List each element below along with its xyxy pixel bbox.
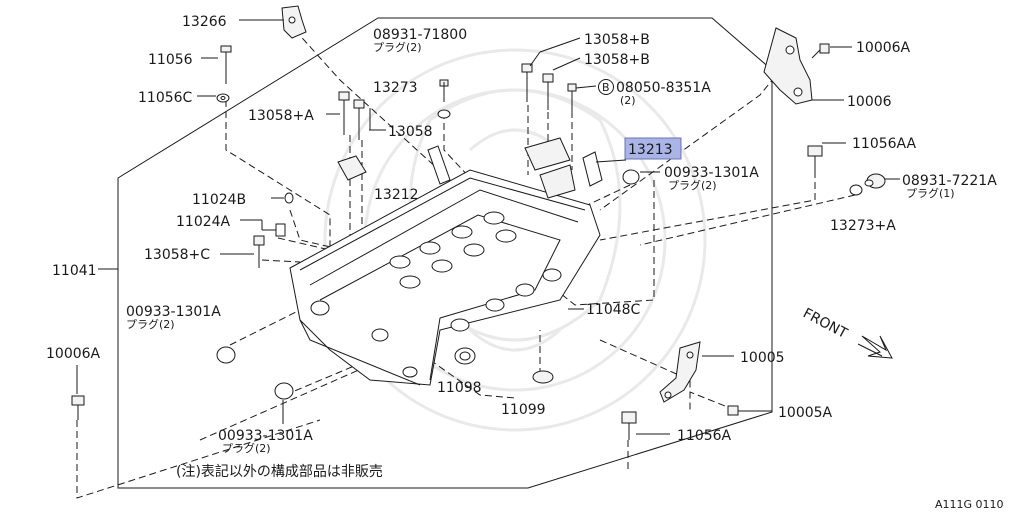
label-00933-right[interactable]: 00933-1301A [664, 165, 759, 181]
plug-00933-right[interactable] [622, 169, 640, 185]
plug-00933-bottom[interactable] [274, 382, 294, 400]
label-13058b-2[interactable]: 13058+B [584, 52, 650, 68]
front-arrow: FRONT [800, 305, 893, 359]
label-11048c[interactable]: 11048C [586, 302, 641, 318]
bracket-10006[interactable] [763, 27, 813, 105]
bracket-10005[interactable] [659, 341, 701, 403]
bolt-13058c[interactable] [253, 235, 265, 268]
highlight-box-13213 [624, 137, 682, 160]
label-13058c[interactable]: 13058+C [144, 247, 210, 263]
label-00933-left[interactable]: 00933-1301A [126, 304, 221, 320]
label-13266[interactable]: 13266 [182, 14, 227, 30]
washer-13273[interactable] [437, 109, 451, 119]
circled-b-icon [598, 79, 614, 95]
washer-13273a[interactable] [849, 184, 863, 196]
note-text: (注)表記以外の構成部品は非販売 [176, 463, 383, 480]
cam-journals [389, 211, 517, 289]
bolt-11056[interactable] [220, 45, 232, 84]
intake-ports [310, 268, 562, 378]
label-10005[interactable]: 10005 [740, 350, 785, 366]
label-13058a[interactable]: 13058+A [248, 108, 314, 124]
label-13058b-1[interactable]: 13058+B [584, 32, 650, 48]
bracket-13266[interactable] [281, 5, 307, 39]
label-08931-7221a-sub: プラグ(1) [906, 186, 955, 200]
pin-11024b[interactable] [284, 192, 294, 204]
label-11056a[interactable]: 11056A [677, 428, 732, 444]
label-00933-left-sub: プラグ(2) [126, 317, 175, 331]
label-leaders [76, 19, 900, 435]
label-08931-7221a[interactable]: 08931-7221A [902, 173, 997, 189]
cylinder-head-11041[interactable] [289, 169, 601, 386]
label-00933-right-sub: プラグ(2) [668, 178, 717, 192]
label-08050-8351a[interactable]: 08050-8351A [616, 80, 711, 96]
label-08050-8351a-sub: (2) [620, 94, 636, 107]
bolts-13058b[interactable] [521, 63, 577, 118]
sleeve-13213[interactable] [427, 145, 603, 187]
bolts-13058a[interactable] [338, 91, 365, 140]
label-10006[interactable]: 10006 [847, 94, 892, 110]
label-11056c[interactable]: 11056C [138, 90, 193, 106]
label-13212[interactable]: 13212 [374, 187, 419, 203]
seal-11098[interactable] [454, 347, 476, 365]
bolt-11056a[interactable] [621, 411, 637, 440]
bolt-10006a-left[interactable] [71, 395, 85, 420]
label-10006a-top[interactable]: 10006A [856, 40, 911, 56]
label-11056aa[interactable]: 11056AA [852, 136, 917, 152]
bolt-10006a-top[interactable] [811, 43, 830, 59]
label-00933-bottom-sub: プラグ(2) [222, 441, 271, 455]
washer-11056c[interactable] [216, 93, 230, 103]
label-11024b[interactable]: 11024B [192, 192, 246, 208]
gasket-11099[interactable] [532, 370, 554, 384]
label-13058[interactable]: 13058 [388, 124, 433, 140]
label-08931-71800-sub: プラグ(2) [373, 40, 422, 54]
label-11024a[interactable]: 11024A [176, 214, 231, 230]
label-10006a-left[interactable]: 10006A [46, 346, 101, 362]
label-11098[interactable]: 11098 [437, 380, 482, 396]
label-13273[interactable]: 13273 [373, 80, 418, 96]
circled-b-letter: B [602, 81, 610, 94]
plug-08931-7221a[interactable] [864, 173, 886, 189]
bolt-11056aa[interactable] [807, 145, 823, 172]
figure-code: A111G 0110 [935, 498, 1004, 511]
assembly-outline [117, 17, 773, 489]
front-label: FRONT [800, 305, 850, 342]
plug-00933-left[interactable] [216, 346, 236, 364]
label-11056[interactable]: 11056 [148, 52, 193, 68]
cam-caps-13212[interactable] [337, 137, 576, 199]
pin-11024a[interactable] [275, 223, 286, 237]
label-13273a[interactable]: 13273+A [830, 218, 896, 234]
part-labels: 13266 11056 11056C 08931-71800 プラグ(2) 13… [46, 14, 1004, 511]
label-11041[interactable]: 11041 [52, 263, 97, 279]
label-10005a[interactable]: 10005A [778, 405, 833, 421]
label-08931-71800[interactable]: 08931-71800 [373, 27, 467, 43]
label-13213[interactable]: 13213 [628, 142, 673, 158]
label-11099[interactable]: 11099 [501, 402, 546, 418]
bolt-10005a[interactable] [727, 405, 739, 416]
label-00933-bottom[interactable]: 00933-1301A [218, 428, 313, 444]
